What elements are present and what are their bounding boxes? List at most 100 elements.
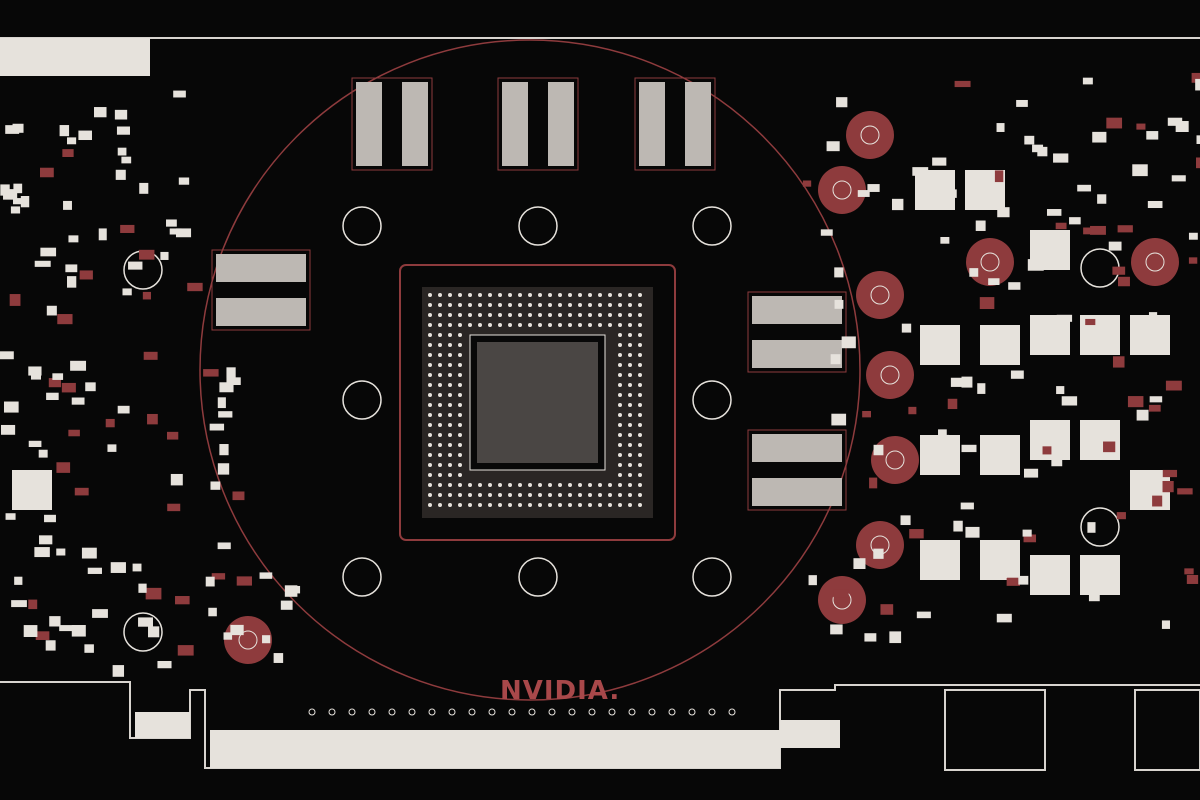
- bga-ball: [538, 493, 542, 497]
- bga-ball: [438, 493, 442, 497]
- bga-ball: [428, 293, 432, 297]
- bga-ball: [638, 293, 642, 297]
- smd-component: [950, 377, 967, 387]
- smd-component: [178, 177, 190, 185]
- test-point: [728, 708, 736, 716]
- bga-ball: [598, 493, 602, 497]
- bga-ball: [448, 403, 452, 407]
- smd-component: [217, 542, 231, 550]
- bga-ball: [468, 293, 472, 297]
- smd-component: [1085, 318, 1096, 326]
- bga-ball: [498, 303, 502, 307]
- smd-component: [67, 276, 77, 288]
- smd-component: [830, 624, 843, 635]
- memory-pads: [685, 82, 711, 166]
- bga-ball: [518, 303, 522, 307]
- smd-component: [1022, 529, 1032, 537]
- smd-component: [39, 535, 53, 545]
- smd-component: [834, 299, 844, 309]
- smd-component: [864, 633, 877, 642]
- bga-ball: [448, 433, 452, 437]
- smd-component: [1046, 209, 1062, 216]
- smd-component: [1010, 370, 1024, 379]
- bga-ball: [618, 363, 622, 367]
- smd-component: [1175, 121, 1189, 132]
- bga-ball: [438, 413, 442, 417]
- bga-ball: [628, 373, 632, 377]
- mounting-hole: [518, 206, 558, 246]
- bga-ball: [578, 293, 582, 297]
- capacitor-pad: [885, 450, 905, 470]
- capacitor: [1131, 238, 1179, 286]
- mounting-hole: [692, 206, 732, 246]
- bga-ball: [618, 403, 622, 407]
- bga-ball: [498, 503, 502, 507]
- bga-ball: [438, 363, 442, 367]
- bracket-tab: [0, 38, 150, 76]
- memory-chip: [211, 249, 311, 331]
- bga-ball: [458, 493, 462, 497]
- bga-ball: [578, 493, 582, 497]
- bga-ball: [588, 493, 592, 497]
- smd-component: [139, 249, 155, 260]
- smd-component: [1117, 276, 1130, 287]
- smd-component: [3, 189, 18, 200]
- test-point: [448, 708, 456, 716]
- smd-component: [70, 360, 87, 371]
- pcie-key: [780, 720, 840, 748]
- bga-ball: [588, 293, 592, 297]
- smd-component: [1195, 157, 1200, 169]
- bga-ball: [468, 303, 472, 307]
- bga-ball: [468, 313, 472, 317]
- smd-component: [138, 617, 154, 627]
- bga-ball: [498, 293, 502, 297]
- bga-ball: [498, 483, 502, 487]
- bga-ball: [628, 483, 632, 487]
- bga-ball: [598, 313, 602, 317]
- test-point: [508, 708, 516, 716]
- smd-component: [954, 80, 971, 88]
- bga-ball: [618, 493, 622, 497]
- bga-ball: [448, 363, 452, 367]
- bga-ball: [458, 333, 462, 337]
- bga-ball: [468, 503, 472, 507]
- bga-ball: [458, 303, 462, 307]
- bga-ball: [518, 313, 522, 317]
- bga-ball: [608, 483, 612, 487]
- bga-ball: [618, 373, 622, 377]
- nvidia-logo: NVIDIA.: [500, 676, 620, 706]
- smd-component: [1023, 468, 1039, 478]
- bga-ball: [618, 353, 622, 357]
- capacitor: [818, 166, 866, 214]
- memory-pads: [548, 82, 574, 166]
- mounting-hole: [342, 557, 382, 597]
- smd-component: [1108, 241, 1122, 251]
- smd-component: [170, 473, 183, 486]
- smd-component: [1027, 259, 1044, 271]
- smd-component: [996, 613, 1012, 623]
- smd-component: [61, 382, 76, 393]
- smd-component: [1097, 194, 1107, 204]
- smd-component: [226, 367, 236, 378]
- bga-ball: [548, 483, 552, 487]
- smd-component: [1195, 78, 1200, 91]
- smd-component: [995, 568, 1008, 578]
- bga-ball: [468, 323, 472, 327]
- bga-ball: [498, 493, 502, 497]
- smd-component: [23, 625, 38, 637]
- smd-component: [34, 547, 50, 558]
- smd-component: [891, 198, 904, 211]
- bga-ball: [518, 323, 522, 327]
- bga-ball: [438, 503, 442, 507]
- test-point: [428, 708, 436, 716]
- bga-ball: [578, 303, 582, 307]
- smd-component: [908, 406, 917, 415]
- smd-component: [208, 607, 217, 617]
- smd-component: [977, 383, 986, 394]
- smd-component: [1155, 335, 1167, 342]
- smd-component: [147, 413, 158, 425]
- smd-component: [1055, 222, 1067, 230]
- smd-component: [49, 616, 61, 627]
- smd-component: [175, 596, 190, 605]
- mounting-hole: [342, 380, 382, 420]
